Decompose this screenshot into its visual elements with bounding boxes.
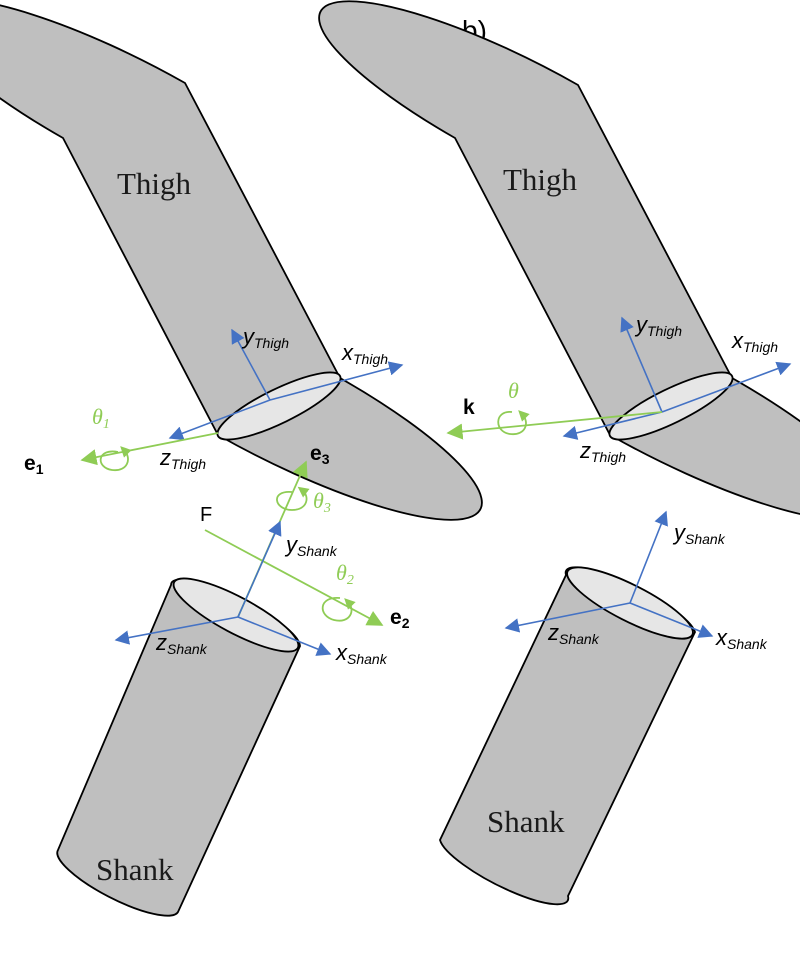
y-shank-label-b: yShank (672, 520, 726, 547)
y-thigh-axis-a (231, 328, 271, 401)
z-thigh-axis-b (562, 411, 663, 440)
e2-axis-group: F e2 θ2 (200, 504, 410, 631)
theta1-rotation-icon (99, 446, 132, 471)
x-shank-label-a: xShank (335, 640, 388, 667)
y-shank-axis-b (629, 510, 668, 604)
z-shank-axis-a (114, 616, 239, 645)
thigh-segment-b: Thigh (318, 0, 800, 515)
k-label: k (463, 396, 475, 419)
e1-axis (80, 432, 219, 466)
thigh-axes-a: yThigh xThigh zThigh (159, 324, 404, 472)
e2-label: e2 (390, 606, 410, 631)
shank-axes-a: yShank xShank zShank (114, 520, 388, 667)
shank-label-a: Shank (96, 852, 174, 887)
e1-axis-group: e1 θ1 (24, 404, 219, 477)
shank-axes-b: yShank xShank zShank (504, 510, 768, 652)
y-thigh-label-a: yThigh (241, 324, 289, 351)
z-thigh-axis-a (168, 399, 271, 441)
thigh-label-a: Thigh (117, 166, 192, 201)
k-axis (446, 411, 663, 440)
shank-segment-b: Shank (439, 566, 696, 906)
y-shank-axis-a (237, 520, 282, 618)
thigh-label-b: Thigh (503, 162, 578, 197)
x-thigh-label-a: xThigh (341, 340, 388, 367)
theta-label: θ (508, 378, 519, 403)
y-thigh-label-b: yThigh (634, 312, 682, 339)
e3-label: e3 (310, 442, 330, 467)
z-shank-axis-b (504, 602, 631, 633)
thigh-axes-b: yThigh xThigh zThigh (562, 312, 792, 465)
theta2-label: θ2 (336, 560, 354, 588)
z-shank-label-a: zShank (155, 630, 208, 657)
x-shank-axis-b (629, 602, 714, 638)
e1-label: e1 (24, 452, 44, 477)
panel-b: b) Thigh yThigh xThigh zThigh k θ Sh (318, 0, 800, 906)
floating-axis-label: F (200, 504, 212, 526)
panel-a: a) Thigh yThigh xThigh zThigh e1 θ1 (0, 4, 483, 917)
y-shank-label-a: yShank (284, 532, 338, 559)
z-thigh-label-a: zThigh (159, 445, 206, 472)
theta1-label: θ1 (92, 404, 110, 432)
theta3-rotation-icon (276, 486, 310, 511)
z-shank-label-b: zShank (547, 620, 600, 647)
theta2-rotation-icon (321, 597, 356, 622)
z-thigh-label-b: zThigh (579, 438, 626, 465)
x-thigh-axis-a (269, 361, 404, 401)
shank-label-b: Shank (487, 804, 565, 839)
x-thigh-label-b: xThigh (731, 328, 778, 355)
k-axis-group: k θ (446, 378, 663, 440)
theta-rotation-icon (497, 410, 530, 435)
x-thigh-axis-b (661, 361, 792, 413)
y-thigh-axis-b (620, 316, 663, 413)
x-shank-axis-a (237, 616, 332, 656)
x-shank-label-b: xShank (715, 625, 768, 652)
shank-segment-a: Shank (56, 577, 301, 917)
theta3-label: θ3 (313, 488, 331, 516)
